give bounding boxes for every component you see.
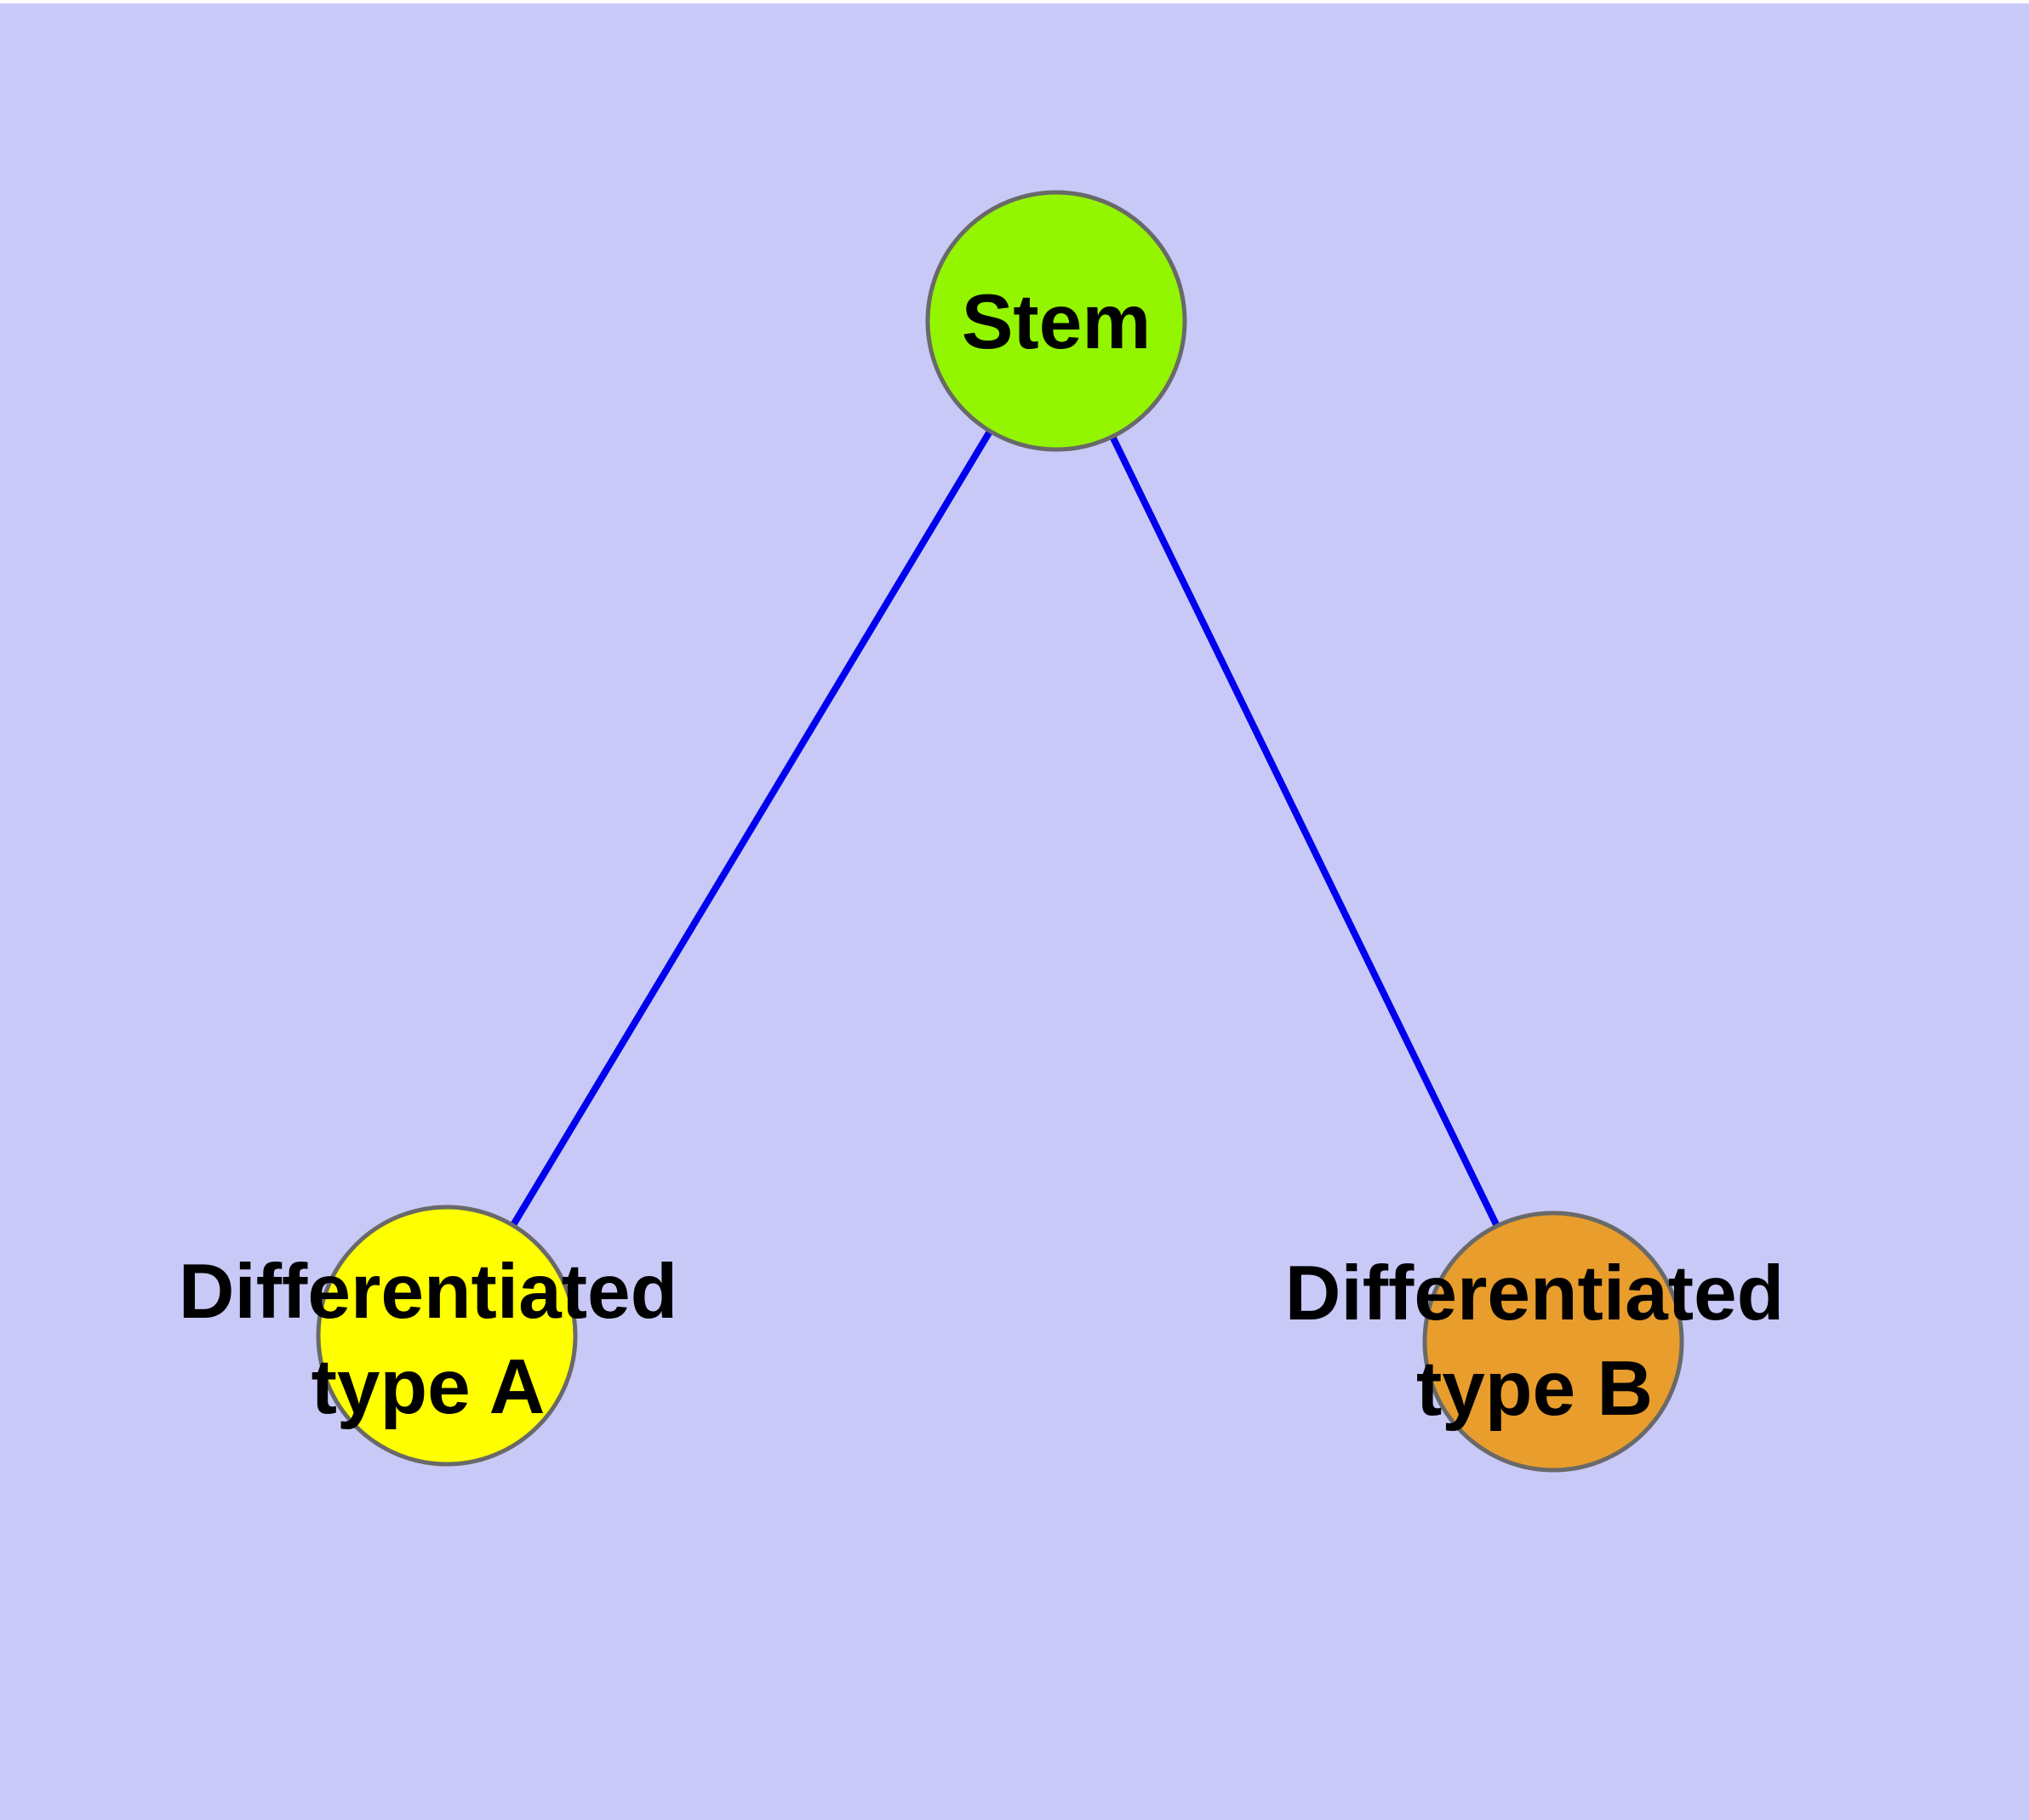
node-type-a-label: Differentiated type A bbox=[179, 1245, 678, 1435]
node-type-b-label: Differentiated type B bbox=[1285, 1246, 1785, 1437]
edge-stem-to-type-a bbox=[443, 318, 1060, 1338]
node-stem-circle bbox=[925, 190, 1187, 452]
node-type-a-label-line: type A bbox=[311, 1344, 546, 1430]
edge-stem-to-type-b bbox=[1053, 319, 1557, 1343]
node-stem-label-line: Stem bbox=[961, 279, 1152, 365]
node-type-b-circle bbox=[1422, 1210, 1684, 1473]
node-type-b-label-line: type B bbox=[1415, 1346, 1654, 1432]
node-type-b-label-line: Differentiated bbox=[1284, 1251, 1785, 1336]
node-stem-label: Stem bbox=[962, 275, 1152, 370]
node-type-a-label-line: Differentiated bbox=[178, 1249, 678, 1335]
node-type-a-circle bbox=[316, 1205, 578, 1467]
top-margin-strip bbox=[0, 0, 2029, 3]
